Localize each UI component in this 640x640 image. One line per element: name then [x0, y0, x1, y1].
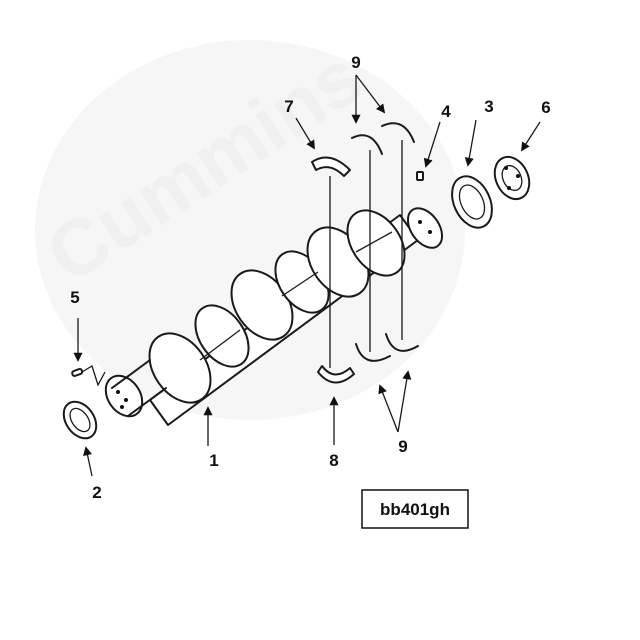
rear-gear: [451, 175, 493, 229]
callout-3: 3: [484, 97, 493, 116]
callout-5: 5: [70, 288, 79, 307]
crank-web-1: [148, 332, 212, 404]
leader-9-top-b: [355, 74, 386, 114]
lower-thrust-washers: [355, 333, 419, 362]
callout-4: 4: [441, 102, 451, 121]
leader-6: [521, 121, 541, 152]
callouts: 1 2 3 4 5 6 7 8 9 9: [70, 53, 550, 502]
rear-key: [416, 171, 424, 181]
leader-7: [295, 117, 315, 150]
leader-3: [464, 119, 477, 167]
rear-gear-outer: [451, 175, 493, 229]
upper-thrust-washer-1: [351, 134, 383, 155]
crankshaft: [104, 207, 444, 426]
front-gear-outer: [62, 400, 98, 440]
nose-hole-1: [116, 390, 120, 394]
figure-code-box: bb401gh: [361, 489, 469, 529]
ring-gear-hole-3: [507, 186, 511, 190]
callout-8: 8: [329, 451, 338, 470]
leader-4: [423, 121, 441, 168]
ring-gear-outer: [493, 155, 531, 201]
alignment-lines: [329, 140, 403, 368]
nose-hole-2: [124, 398, 128, 402]
rear-gear-bore: [458, 184, 486, 220]
lower-bearing-shell: [317, 365, 355, 384]
flange-hole-2: [428, 230, 432, 234]
upper-bearing-shell: [311, 156, 351, 177]
upper-thrust-washers: [351, 122, 415, 155]
upper-thrust-washer-2: [381, 122, 415, 143]
front-gear-bore: [69, 407, 91, 433]
flange-hole-1: [418, 220, 422, 224]
callout-9-bottom: 9: [398, 437, 407, 456]
crankshaft-flange: [406, 207, 444, 249]
callout-1: 1: [209, 451, 218, 470]
callout-6: 6: [541, 98, 550, 117]
figure-code-frame: [361, 489, 469, 529]
crank-web-6: [346, 209, 406, 277]
dowel-pin: [71, 365, 106, 387]
nose-hole-3: [120, 405, 124, 409]
leader-9-bottom-b: [397, 370, 412, 433]
ring-gear-hole-1: [504, 166, 508, 170]
ring-gear-hole-2: [516, 174, 520, 178]
rear-key-body: [416, 171, 424, 181]
figure-code: bb401gh: [380, 500, 450, 519]
ring-gear: [493, 155, 531, 201]
callout-7: 7: [284, 97, 293, 116]
dowel-pin-leader: [81, 365, 106, 387]
leader-9-bottom-a: [378, 384, 399, 433]
crank-web-2: [194, 304, 250, 368]
callout-2: 2: [92, 483, 101, 502]
journal-lines: [199, 231, 393, 361]
nose-shaft: [111, 359, 167, 417]
leader-2: [83, 446, 93, 477]
leader-arrows: [73, 74, 541, 477]
callout-9-top: 9: [351, 53, 360, 72]
front-gear: [62, 400, 98, 440]
dowel-pin-body: [71, 367, 84, 377]
lower-thrust-washer-1: [355, 343, 391, 362]
lower-thrust-washer-2: [385, 333, 419, 352]
